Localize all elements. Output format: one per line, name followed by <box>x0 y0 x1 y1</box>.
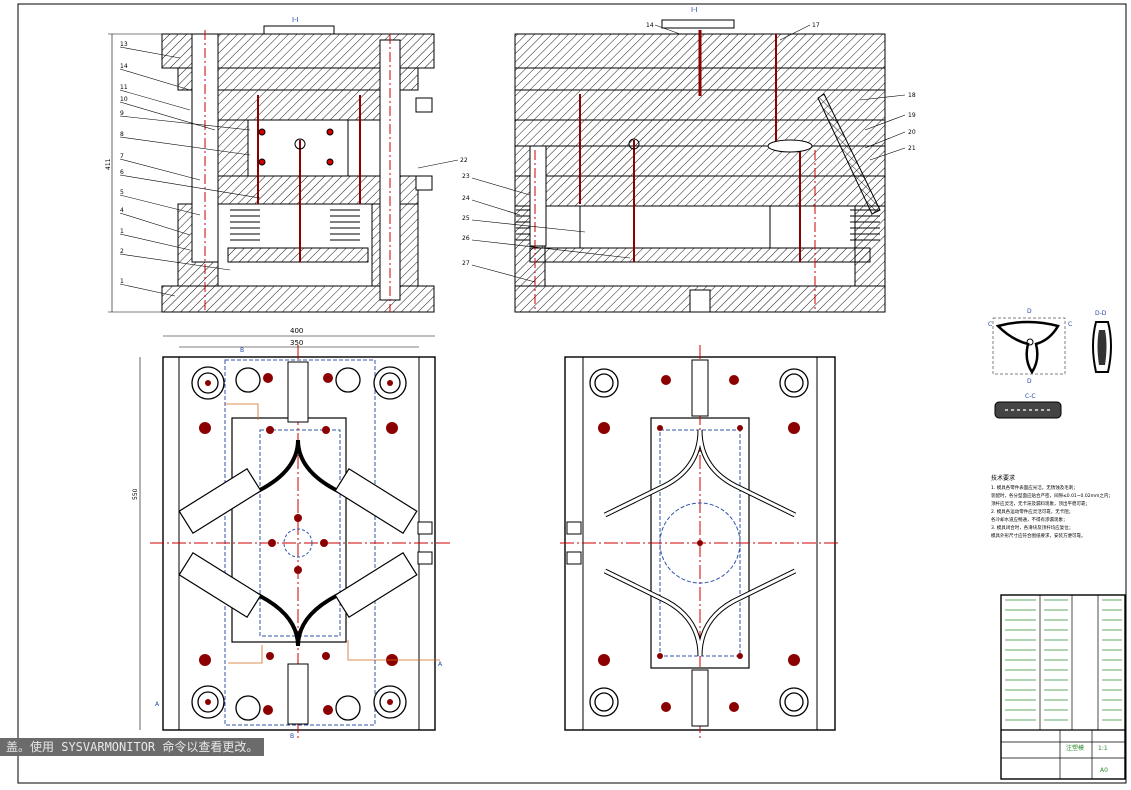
dimension-height-label: 411 <box>105 158 112 170</box>
svg-text:2: 2 <box>120 248 124 255</box>
title-block-rows <box>1005 599 1122 721</box>
part-view <box>992 317 1112 419</box>
part-view-labels: D-D C-C D D C C <box>988 308 1107 400</box>
section-markers: B B A A <box>155 347 443 740</box>
dimension-width <box>139 335 435 730</box>
dimension-width-inner-label: 350 <box>290 339 303 347</box>
svg-text:C: C <box>988 321 992 328</box>
svg-text:D-D: D-D <box>1095 310 1107 317</box>
svg-text:18: 18 <box>908 92 916 99</box>
svg-text:13: 13 <box>120 41 128 48</box>
svg-text:A: A <box>155 701 160 708</box>
svg-text:1: 1 <box>120 278 124 285</box>
callout-lines-left <box>119 46 261 297</box>
svg-text:技术要求: 技术要求 <box>991 474 1015 482</box>
callout-lines-mid <box>471 177 631 283</box>
svg-text:模具外形尺寸应符合图纸要求，安装方便可靠。: 模具外形尺寸应符合图纸要求，安装方便可靠。 <box>991 532 1086 539</box>
svg-text:顶杆应灵活，无卡滞及漏料现象，顶出平稳可靠；: 顶杆应灵活，无卡滞及漏料现象，顶出平稳可靠； <box>991 500 1090 507</box>
svg-text:26: 26 <box>462 235 470 242</box>
svg-text:17: 17 <box>812 22 820 29</box>
svg-text:3. 模具闭合时，各滑块及顶杆均应复位；: 3. 模具闭合时，各滑块及顶杆均应复位； <box>991 524 1073 531</box>
svg-text:装配时，各分型面应贴合严密，间隙≤0.01~0.02mm之内: 装配时，各分型面应贴合严密，间隙≤0.01~0.02mm之内； <box>991 492 1113 499</box>
svg-text:B: B <box>290 733 294 740</box>
section-label-right: I-I <box>691 6 698 14</box>
dimension-height <box>108 33 162 313</box>
svg-text:24: 24 <box>462 195 470 202</box>
svg-text:C-C: C-C <box>1025 393 1036 400</box>
title-block <box>1000 594 1126 780</box>
callout-lines-right <box>417 24 906 169</box>
svg-text:27: 27 <box>462 260 470 267</box>
callout-labels-right: 14 17 18 19 20 21 22 <box>460 22 916 164</box>
dimension-height-plan-label: 550 <box>132 488 139 500</box>
svg-text:A: A <box>438 661 443 668</box>
svg-text:2. 模具各运动零件应灵活可靠，无卡阻；: 2. 模具各运动零件应灵活可靠，无卡阻； <box>991 508 1073 515</box>
svg-text:1. 模具各零件表面应光洁，无锈蚀及毛刺；: 1. 模具各零件表面应光洁，无锈蚀及毛刺； <box>991 484 1078 491</box>
callout-labels-mid: 23 24 25 26 27 <box>462 173 470 267</box>
technical-notes: 技术要求 1. 模具各零件表面应光洁，无锈蚀及毛刺； 装配时，各分型面应贴合严密… <box>991 474 1113 539</box>
section-view-left <box>161 25 435 313</box>
svg-text:22: 22 <box>460 157 468 164</box>
svg-text:各冷却水道应畅通，不得有渗漏现象；: 各冷却水道应畅通，不得有渗漏现象； <box>991 516 1068 523</box>
svg-text:C: C <box>1068 321 1072 328</box>
svg-text:1: 1 <box>120 228 124 235</box>
svg-text:7: 7 <box>120 153 124 160</box>
section-view-right <box>514 19 886 313</box>
svg-text:D: D <box>1027 378 1032 385</box>
svg-text:D: D <box>1027 308 1032 315</box>
svg-text:23: 23 <box>462 173 470 180</box>
svg-text:14: 14 <box>646 22 654 29</box>
svg-text:注塑模: 注塑模 <box>1066 744 1084 752</box>
svg-text:25: 25 <box>462 215 470 222</box>
svg-text:B: B <box>240 347 244 354</box>
svg-text:A0: A0 <box>1100 767 1108 774</box>
section-label-left: I-I <box>292 16 299 24</box>
svg-text:14: 14 <box>120 63 128 70</box>
svg-text:8: 8 <box>120 131 124 138</box>
plan-view-right <box>560 345 840 740</box>
svg-text:4: 4 <box>120 207 124 214</box>
svg-text:10: 10 <box>120 96 128 103</box>
svg-text:1:1: 1:1 <box>1098 745 1108 752</box>
system-variable-status-bar: 盖。使用 SYSVARMONITOR 命令以查看更改。 <box>0 738 265 756</box>
svg-text:21: 21 <box>908 145 916 152</box>
title-block-text: 注塑模 1:1 A0 <box>1066 744 1108 774</box>
callout-labels-left: 13 14 11 10 9 8 7 6 5 4 1 2 1 <box>120 41 128 285</box>
sheet-border <box>17 3 1127 784</box>
plan-view-left <box>150 345 450 740</box>
svg-text:9: 9 <box>120 110 124 117</box>
dimension-width-outer-label: 400 <box>290 327 303 335</box>
svg-text:20: 20 <box>908 129 916 136</box>
svg-text:11: 11 <box>120 84 128 91</box>
svg-text:19: 19 <box>908 112 916 119</box>
svg-text:5: 5 <box>120 189 124 196</box>
svg-text:6: 6 <box>120 169 124 176</box>
